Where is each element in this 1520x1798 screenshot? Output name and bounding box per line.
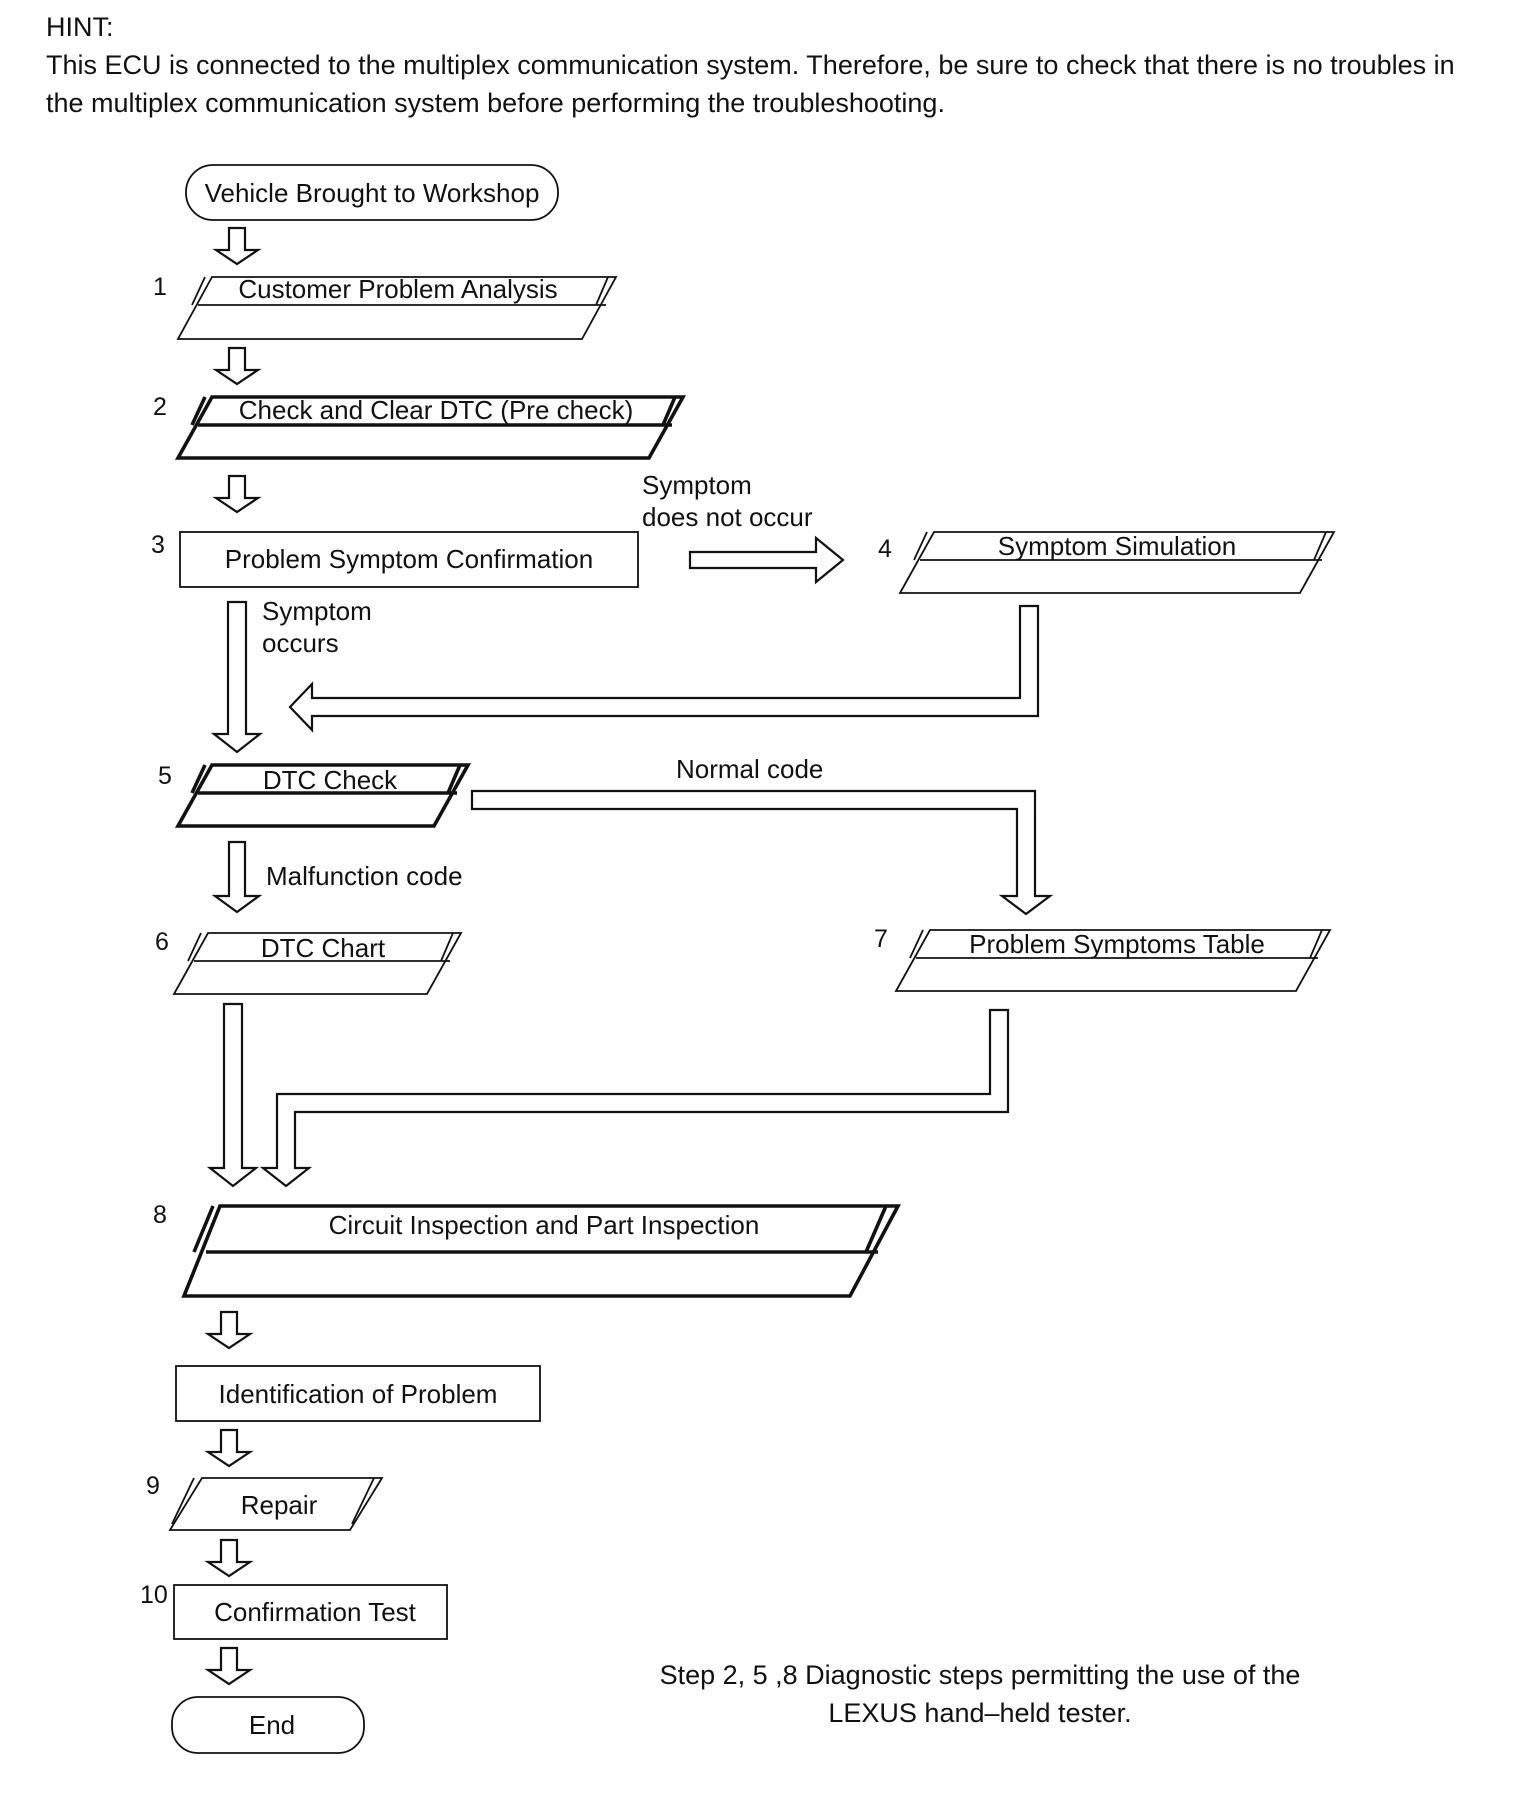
step-2-label: Check and Clear DTC (Pre check) — [239, 395, 633, 425]
tester-note: Step 2, 5 ,8 Diagnostic steps permitting… — [630, 1656, 1330, 1732]
step-2-node: Check and Clear DTC (Pre check) — [174, 395, 687, 460]
label-symptom-occurs-2: occurs — [262, 628, 339, 658]
down-arrow-symptom-occurs — [210, 600, 264, 754]
step-9-node: Repair — [168, 1477, 384, 1531]
step-4-label: Symptom Simulation — [998, 531, 1236, 561]
down-arrow-5 — [204, 1428, 254, 1468]
label-malfunction-code: Malfunction code — [266, 861, 463, 891]
hint-block: HINT: This ECU is connected to the multi… — [46, 8, 1486, 122]
step-6-number: 6 — [155, 928, 169, 956]
label-normal-code: Normal code — [676, 754, 823, 784]
step-1-number: 1 — [153, 273, 167, 301]
step-5-number: 5 — [158, 762, 172, 790]
tester-note-line-2: LEXUS hand–held tester. — [828, 1698, 1132, 1728]
step-1-label: Customer Problem Analysis — [238, 274, 557, 304]
step-5-label: DTC Check — [263, 765, 398, 795]
down-arrow-step-6-to-8 — [206, 1002, 260, 1188]
step-8-node: Circuit Inspection and Part Inspection — [181, 1204, 901, 1298]
identification-node: Identification of Problem — [175, 1365, 541, 1422]
end-node: End — [171, 1696, 365, 1754]
arrow-step-7-to-8 — [259, 1008, 1010, 1188]
return-arrow-from-step-4 — [288, 604, 1040, 733]
step-8-number: 8 — [153, 1201, 167, 1229]
start-label: Vehicle Brought to Workshop — [205, 178, 540, 208]
step-4-node: Symptom Simulation — [898, 531, 1336, 594]
step-7-label: Problem Symptoms Table — [969, 929, 1265, 959]
step-3-label: Problem Symptom Confirmation — [225, 544, 593, 574]
step-6-node: DTC Chart — [172, 932, 463, 995]
right-arrow-to-step-4 — [688, 535, 845, 585]
step-1-node: Customer Problem Analysis — [176, 274, 618, 340]
step-6-label: DTC Chart — [261, 933, 386, 963]
step-2-number: 2 — [153, 393, 167, 421]
step-3-node: Problem Symptom Confirmation — [179, 531, 639, 588]
label-symptom-not-occur-1: Symptom — [642, 470, 752, 500]
down-arrow-4 — [204, 1310, 254, 1350]
normal-code-arrow-to-step-7 — [470, 789, 1054, 916]
tester-note-line-1: Step 2, 5 ,8 Diagnostic steps permitting… — [659, 1660, 1301, 1690]
step-9-label: Repair — [241, 1490, 318, 1520]
step-8-label: Circuit Inspection and Part Inspection — [329, 1210, 760, 1240]
step-3-number: 3 — [151, 531, 165, 559]
down-arrow-7 — [204, 1646, 254, 1686]
down-arrow-1 — [212, 226, 262, 266]
down-arrow-3 — [212, 474, 262, 514]
down-arrow-2 — [212, 346, 262, 386]
identification-label: Identification of Problem — [219, 1379, 498, 1409]
down-arrow-malfunction — [211, 840, 263, 914]
step-10-label: Confirmation Test — [214, 1597, 417, 1627]
hint-title: HINT: — [46, 12, 114, 42]
step-10-number: 10 — [140, 1581, 168, 1609]
hint-text: This ECU is connected to the multiplex c… — [46, 50, 1455, 118]
label-symptom-occurs-1: Symptom — [262, 596, 372, 626]
end-label: End — [249, 1710, 295, 1740]
step-10-node: Confirmation Test — [173, 1584, 448, 1640]
step-4-number: 4 — [878, 535, 892, 563]
step-7-node: Problem Symptoms Table — [894, 929, 1332, 992]
step-9-number: 9 — [146, 1472, 160, 1500]
step-5-node: DTC Check — [174, 763, 472, 828]
label-symptom-not-occur-2: does not occur — [642, 502, 813, 532]
down-arrow-6 — [204, 1538, 254, 1578]
start-node: Vehicle Brought to Workshop — [185, 164, 559, 221]
step-7-number: 7 — [874, 925, 888, 953]
